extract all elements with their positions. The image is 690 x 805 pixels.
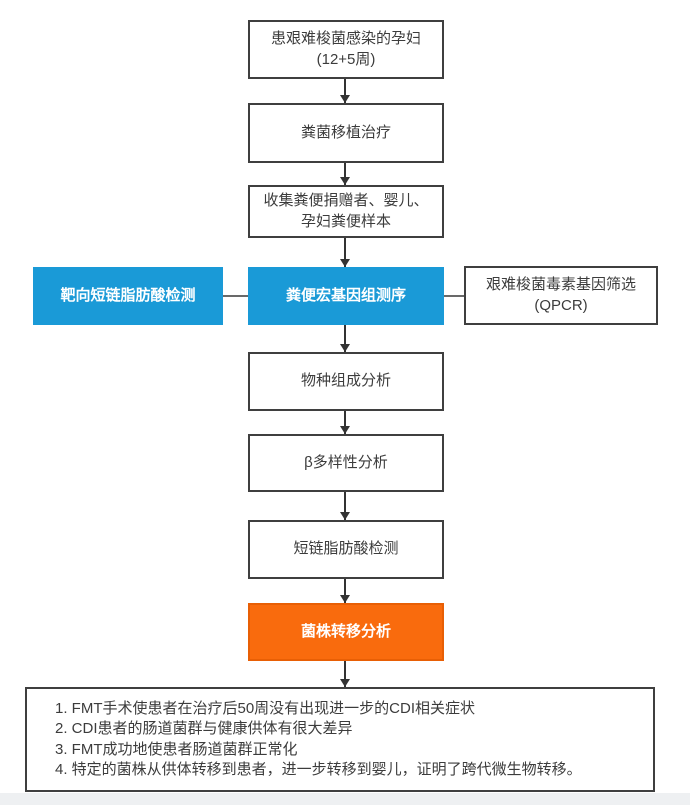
node-targeted-scfa: 靶向短链脂肪酸检测 [33, 267, 223, 325]
node-species-composition-label: 物种组成分析 [300, 372, 391, 390]
node-metagenomic-sequencing-label: 粪便宏基因组测序 [285, 286, 406, 304]
node-scfa-detection: 短链脂肪酸检测 [248, 520, 444, 579]
flow-arrow-2 [340, 163, 350, 185]
node-beta-diversity-label: β多样性分析 [304, 453, 388, 471]
node-sample-collection: 收集粪便捐赠者、婴儿、 孕妇粪便样本 [248, 185, 444, 238]
node-sample-collection-line2: 孕妇粪便样本 [300, 212, 391, 230]
node-strain-transfer: 菌株转移分析 [248, 603, 444, 661]
conclusion-item-4: 4. 特定的菌株从供体转移到患者，进一步转移到婴儿，证明了跨代微生物转移。 [55, 761, 582, 778]
node-scfa-detection-label: 短链脂肪酸检测 [293, 540, 399, 558]
flow-arrow-4 [340, 325, 350, 352]
node-metagenomic-sequencing: 粪便宏基因组测序 [248, 267, 444, 325]
flow-arrow-7 [340, 579, 350, 603]
flow-arrow-5 [340, 411, 350, 434]
node-targeted-scfa-label: 靶向短链脂肪酸检测 [60, 286, 196, 304]
node-species-composition: 物种组成分析 [248, 352, 444, 411]
flow-arrow-3 [340, 238, 350, 267]
node-beta-diversity: β多样性分析 [248, 434, 444, 492]
node-pregnant-patient: 患艰难梭菌感染的孕妇 (12+5周) [248, 20, 444, 79]
connector-right [444, 295, 464, 297]
flow-arrow-6 [340, 492, 350, 520]
node-toxin-gene-screening-line2: (QPCR) [534, 296, 588, 314]
window-bottom-strip [0, 793, 690, 805]
conclusion-item-3: 3. FMT成功地使患者肠道菌群正常化 [55, 740, 298, 758]
node-pregnant-patient-line2: (12+5周) [316, 50, 376, 68]
node-toxin-gene-screening-line1: 艰难梭菌毒素基因筛选 [485, 275, 636, 293]
node-conclusions: 1. FMT手术使患者在治疗后50周没有出现进一步的CDI相关症状 2. CDI… [25, 687, 655, 792]
node-strain-transfer-label: 菌株转移分析 [300, 622, 391, 640]
node-sample-collection-line1: 收集粪便捐赠者、婴儿、 [263, 191, 429, 209]
connector-left [223, 295, 248, 297]
node-pregnant-patient-line1: 患艰难梭菌感染的孕妇 [270, 29, 421, 47]
conclusion-item-1: 1. FMT手术使患者在治疗后50周没有出现进一步的CDI相关症状 [55, 699, 476, 717]
node-fmt-treatment-label: 粪菌移植治疗 [300, 123, 391, 141]
flow-arrow-1 [340, 79, 350, 103]
conclusion-item-2: 2. CDI患者的肠道菌群与健康供体有很大差异 [55, 720, 353, 737]
node-toxin-gene-screening: 艰难梭菌毒素基因筛选 (QPCR) [464, 266, 658, 325]
node-fmt-treatment: 粪菌移植治疗 [248, 103, 444, 163]
flow-arrow-8 [340, 661, 350, 687]
